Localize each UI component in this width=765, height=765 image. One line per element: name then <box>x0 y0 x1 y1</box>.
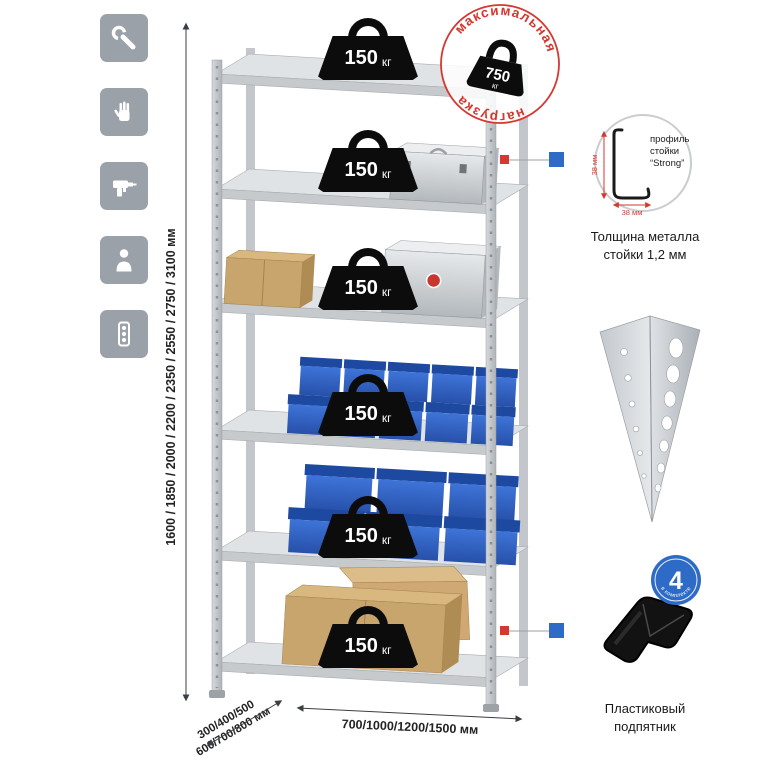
gloves-icon <box>100 88 148 136</box>
rack-back-posts <box>246 48 528 686</box>
profile-label-2: стойки <box>650 146 679 157</box>
weight-handle-icon <box>348 18 388 42</box>
callout-markers <box>500 152 564 638</box>
weight-handle-icon <box>348 130 388 154</box>
weight-handle-icon <box>348 374 388 398</box>
weight-handle-icon <box>348 496 388 520</box>
profile-detail: 38 мм 38 мм профиль стойки “Strong” <box>590 114 692 217</box>
profile-dim-vertical: 38 мм <box>590 155 599 176</box>
wrench-icon <box>100 14 148 62</box>
level-icon <box>100 310 148 358</box>
weight-handle-icon <box>348 248 388 272</box>
max-load-stamp: максимальная нагрузка 750 кг <box>440 2 562 126</box>
dimension-lines <box>182 22 523 746</box>
drill-icon <box>100 162 148 210</box>
person-icon <box>100 236 148 284</box>
foot-caption: Пластиковый подпятник <box>604 701 686 734</box>
kit-count-number: 4 <box>669 567 683 595</box>
profile-label-3: “Strong” <box>650 158 684 169</box>
perforated-post <box>599 315 701 523</box>
profile-caption: Толщина металла стойки 1,2 мм <box>590 229 700 262</box>
kit-count-badge: 4 в комплекте <box>651 555 701 605</box>
weight-handle-icon <box>348 606 388 630</box>
plastic-foot <box>603 596 693 663</box>
stamp-value: 750 <box>484 64 512 86</box>
profile-label-1: профиль <box>650 134 689 145</box>
profile-dim-horizontal: 38 мм <box>622 208 643 217</box>
stamp-unit: кг <box>491 81 499 91</box>
